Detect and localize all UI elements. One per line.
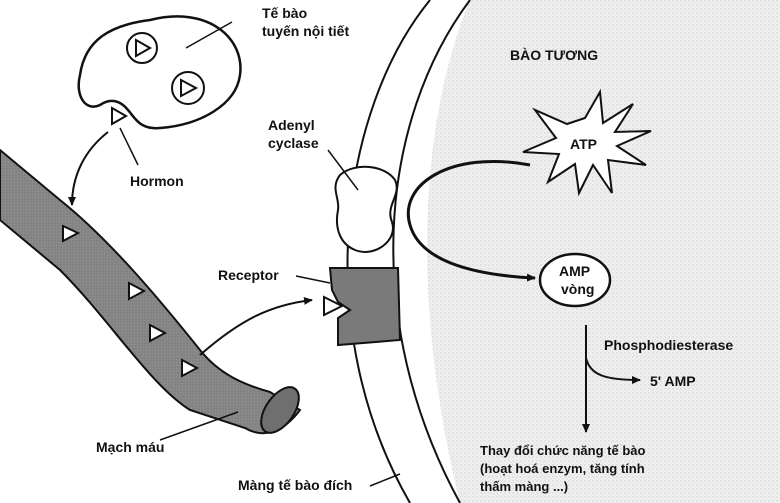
endocrine-cell	[79, 16, 241, 128]
hormone-triangle-icon	[112, 108, 126, 124]
result-line-3: thấm màng ...)	[480, 478, 568, 496]
phosphodiesterase-label: Phosphodiesterase	[604, 336, 733, 354]
result-line-1: Thay đổi chức năng tế bào	[480, 442, 645, 460]
secretion-arrow	[72, 132, 108, 205]
atp-label: ATP	[570, 135, 597, 153]
target-membrane-label: Màng tế bào đích	[238, 476, 352, 494]
result-line-2: (hoạt hoá enzym, tăng tính	[480, 460, 645, 478]
endocrine-cell-label: Tế bào	[262, 4, 307, 22]
adenyl-label: Adenyl	[268, 116, 315, 134]
receptor-label: Receptor	[218, 266, 279, 284]
binding-arrow	[200, 300, 312, 355]
camp-label: AMP	[559, 262, 590, 280]
five-prime-amp-label: 5' AMP	[650, 372, 696, 390]
hormone-label: Hormon	[130, 172, 184, 190]
blood-vessel-label: Mạch máu	[96, 438, 164, 456]
blood-vessel	[0, 150, 300, 433]
cytoplasm-label: BÀO TƯƠNG	[510, 46, 598, 64]
endocrine-cell-label-line2: tuyến nội tiết	[262, 22, 349, 40]
cytoplasm-region	[427, 0, 780, 503]
cyclase-label: cyclase	[268, 134, 319, 152]
camp-label-line2: vòng	[561, 280, 594, 298]
adenyl-cyclase	[335, 167, 396, 252]
